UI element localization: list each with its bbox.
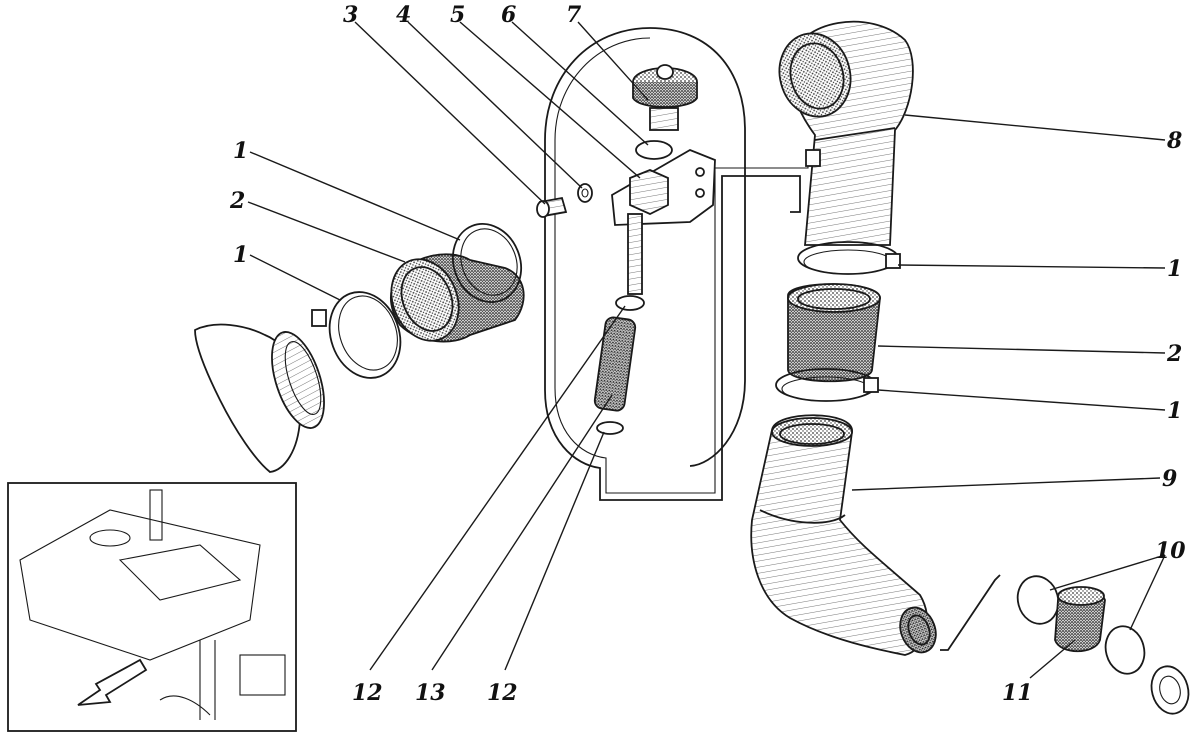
callout-8: 8	[1166, 128, 1182, 154]
callout-11: 11	[1002, 680, 1033, 706]
seal-ring-part-6	[635, 140, 673, 160]
small-sleeve-11	[1054, 586, 1106, 653]
engine-outlet-cone	[194, 323, 325, 473]
inset-location-view	[7, 482, 297, 732]
rubber-sleeve-right	[787, 283, 881, 383]
callout-1-left-top: 1	[233, 138, 248, 164]
callout-4: 4	[396, 2, 411, 28]
callout-9: 9	[1162, 466, 1177, 492]
hose-clamp-right-top	[797, 241, 901, 275]
enclosure-outline-inner	[554, 37, 809, 494]
callout-12-right: 12	[487, 680, 518, 706]
callout-2-right: 2	[1166, 341, 1182, 367]
lower-elbow-pipe-9	[750, 414, 937, 656]
washer-part-4	[577, 183, 593, 203]
screw-part-3	[536, 196, 568, 218]
callout-1-right-top: 1	[1167, 256, 1182, 282]
small-pipe-end	[1150, 665, 1190, 715]
cap-part-7	[632, 64, 698, 131]
hose-clamp-left-upper	[452, 223, 522, 303]
callout-13: 13	[415, 680, 446, 706]
callout-5: 5	[450, 2, 465, 28]
callout-1-left-bottom: 1	[233, 242, 248, 268]
rubber-sleeve-left	[389, 253, 525, 343]
hose-clamp-right-bottom	[775, 368, 879, 402]
small-clamp-10-right	[1104, 625, 1146, 675]
upper-elbow-pipe-8	[778, 20, 914, 246]
callout-2-left: 2	[229, 188, 245, 214]
bracket-arrow-line	[940, 574, 1001, 651]
small-clamp-lower-12	[596, 421, 624, 435]
enclosure-outline	[544, 27, 801, 501]
callout-10: 10	[1155, 538, 1186, 564]
callout-7: 7	[566, 2, 582, 28]
fitting-bracket-part-5	[611, 149, 716, 295]
callout-12-left: 12	[352, 680, 383, 706]
small-clamp-upper-12	[615, 295, 645, 311]
location-arrow-icon	[77, 658, 148, 706]
enclosure-outline-right	[649, 27, 746, 467]
callout-6: 6	[501, 2, 516, 28]
tube-part-13	[593, 316, 637, 412]
hose-clamp-left-lower	[311, 291, 402, 379]
callout-1-right-bottom: 1	[1167, 398, 1182, 424]
callout-3: 3	[343, 2, 358, 28]
leader-lines	[247, 21, 1166, 679]
